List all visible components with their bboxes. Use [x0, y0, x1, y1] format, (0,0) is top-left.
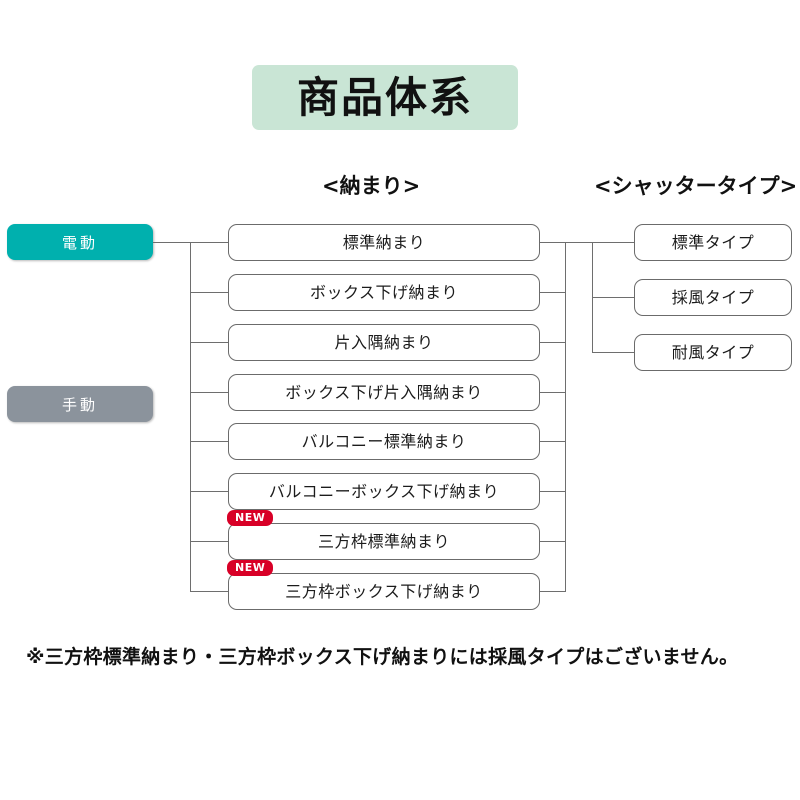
column-header-shutter-type: <シャッタータイプ>: [594, 174, 798, 198]
osamari-item-5-label: バルコニー標準納まり: [301, 431, 467, 451]
osamari-item-1[interactable]: 標準納まり: [228, 224, 540, 261]
connector-left-branch-7: [190, 541, 228, 542]
column-header-osamari: <納まり>: [322, 174, 421, 198]
shutter-type-2[interactable]: 採風タイプ: [634, 279, 792, 316]
connector-shutter-branch-3: [592, 352, 634, 353]
shutter-type-1-label: 標準タイプ: [671, 232, 755, 252]
connector-right-branch-3: [540, 342, 566, 343]
osamari-item-2[interactable]: ボックス下げ納まり: [228, 274, 540, 311]
osamari-item-7-label: 三方枠標準納まり: [317, 531, 450, 551]
drive-type-electric[interactable]: 電動: [7, 224, 153, 260]
connector-left-branch-3: [190, 342, 228, 343]
shutter-type-2-label: 採風タイプ: [671, 287, 755, 307]
drive-type-electric-label: 電動: [61, 233, 98, 252]
page-title-box: 商品体系: [252, 65, 518, 130]
connector-left-branch-1: [190, 242, 228, 243]
connector-right-branch-7: [540, 541, 566, 542]
osamari-item-1-label: 標準納まり: [342, 232, 426, 252]
osamari-item-4[interactable]: ボックス下げ片入隅納まり: [228, 374, 540, 411]
connector-electric-to-trunk: [153, 242, 191, 243]
connector-right-branch-5: [540, 441, 566, 442]
new-badge-icon: NEW: [227, 510, 274, 526]
osamari-item-3[interactable]: 片入隅納まり: [228, 324, 540, 361]
connector-right-branch-8: [540, 591, 566, 592]
footnote-text: ※三方枠標準納まり・三方枠ボックス下げ納まりには採風タイプはございません。: [26, 646, 739, 668]
connector-right-branch-1: [540, 242, 566, 243]
connector-left-branch-2: [190, 292, 228, 293]
shutter-type-3[interactable]: 耐風タイプ: [634, 334, 792, 371]
connector-left-branch-6: [190, 491, 228, 492]
osamari-item-5[interactable]: バルコニー標準納まり: [228, 423, 540, 460]
page-title: 商品体系: [296, 72, 473, 122]
connector-right-branch-6: [540, 491, 566, 492]
osamari-item-8[interactable]: NEW 三方枠ボックス下げ納まり: [227, 560, 540, 610]
connector-right-branch-2: [540, 292, 566, 293]
connector-left-trunk: [190, 242, 191, 591]
connector-shutter-branch-2: [592, 297, 634, 298]
osamari-item-2-label: ボックス下げ納まり: [309, 282, 459, 302]
connector-right-collector: [565, 242, 566, 591]
new-badge-icon: NEW: [227, 560, 274, 576]
osamari-item-8-label: 三方枠ボックス下げ納まり: [285, 581, 483, 601]
osamari-item-3-label: 片入隅納まり: [334, 332, 434, 352]
drive-type-manual[interactable]: 手動: [7, 386, 153, 422]
connector-left-branch-8: [190, 591, 228, 592]
connector-left-branch-4: [190, 392, 228, 393]
osamari-item-6[interactable]: バルコニーボックス下げ納まり: [228, 473, 540, 510]
connector-collector-to-shutter-trunk: [565, 242, 593, 243]
shutter-type-3-label: 耐風タイプ: [671, 342, 755, 362]
drive-type-manual-label: 手動: [61, 395, 98, 414]
osamari-item-7[interactable]: NEW 三方枠標準納まり: [227, 510, 540, 560]
connector-right-branch-4: [540, 392, 566, 393]
shutter-type-1[interactable]: 標準タイプ: [634, 224, 792, 261]
connector-shutter-branch-1: [592, 242, 634, 243]
osamari-item-4-label: ボックス下げ片入隅納まり: [285, 382, 483, 402]
osamari-item-6-label: バルコニーボックス下げ納まり: [268, 481, 500, 501]
connector-left-branch-5: [190, 441, 228, 442]
